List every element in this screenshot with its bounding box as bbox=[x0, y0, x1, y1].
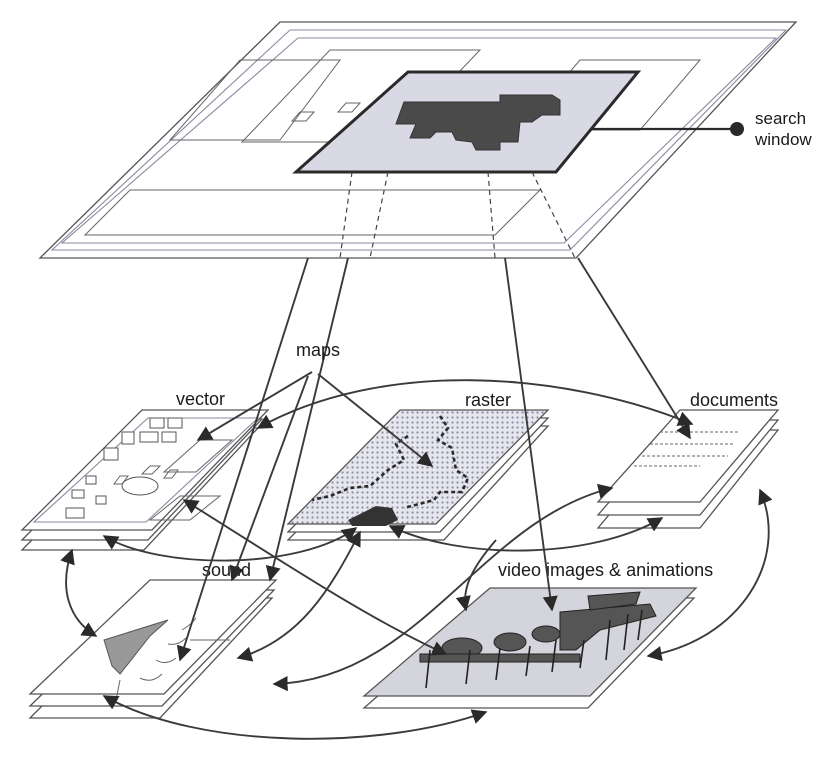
search-window-map-shape bbox=[395, 94, 561, 151]
cross-link-arrow bbox=[60, 548, 98, 637]
vector-building bbox=[103, 447, 119, 461]
raster-layer: raster bbox=[286, 390, 550, 541]
video-label: video images & animations bbox=[498, 560, 713, 580]
sound-speaker-shape bbox=[103, 619, 169, 675]
vector-building bbox=[95, 495, 107, 505]
search-window-pointer-dot bbox=[730, 122, 744, 136]
vector-label: vector bbox=[176, 389, 225, 409]
search-window-label-line-1: search bbox=[755, 109, 806, 128]
vector-building bbox=[71, 489, 85, 499]
vector-building bbox=[121, 431, 135, 445]
vector-building bbox=[85, 475, 97, 485]
connections bbox=[60, 257, 773, 740]
maps-label: maps bbox=[296, 340, 340, 360]
video-layer: video images & animations bbox=[362, 560, 713, 709]
vector-building bbox=[167, 417, 183, 429]
vector-building bbox=[65, 507, 85, 519]
cross-link-arrow bbox=[455, 539, 497, 612]
raster-label: raster bbox=[465, 390, 511, 410]
cross-link-arrow bbox=[272, 483, 614, 692]
cross-link-arrow bbox=[646, 488, 773, 662]
maps-fanout-arrow bbox=[196, 371, 313, 441]
search-window-label-line-2: window bbox=[754, 130, 812, 149]
documents-label: documents bbox=[690, 390, 778, 410]
cross-link-arrow bbox=[256, 379, 694, 429]
vector-building bbox=[149, 417, 165, 429]
cross-link-arrow bbox=[102, 695, 488, 740]
vector-layer: vector bbox=[20, 389, 270, 551]
vector-building bbox=[161, 431, 177, 443]
raster-road bbox=[403, 415, 470, 510]
documents-layer: documents bbox=[596, 390, 780, 529]
vector-roundabout bbox=[121, 476, 159, 496]
vector-building bbox=[139, 431, 159, 443]
maps-fanout-arrow bbox=[229, 375, 309, 582]
connector-arrow bbox=[577, 257, 691, 440]
search-window-projections bbox=[339, 171, 576, 259]
search-window: search window bbox=[292, 70, 812, 174]
